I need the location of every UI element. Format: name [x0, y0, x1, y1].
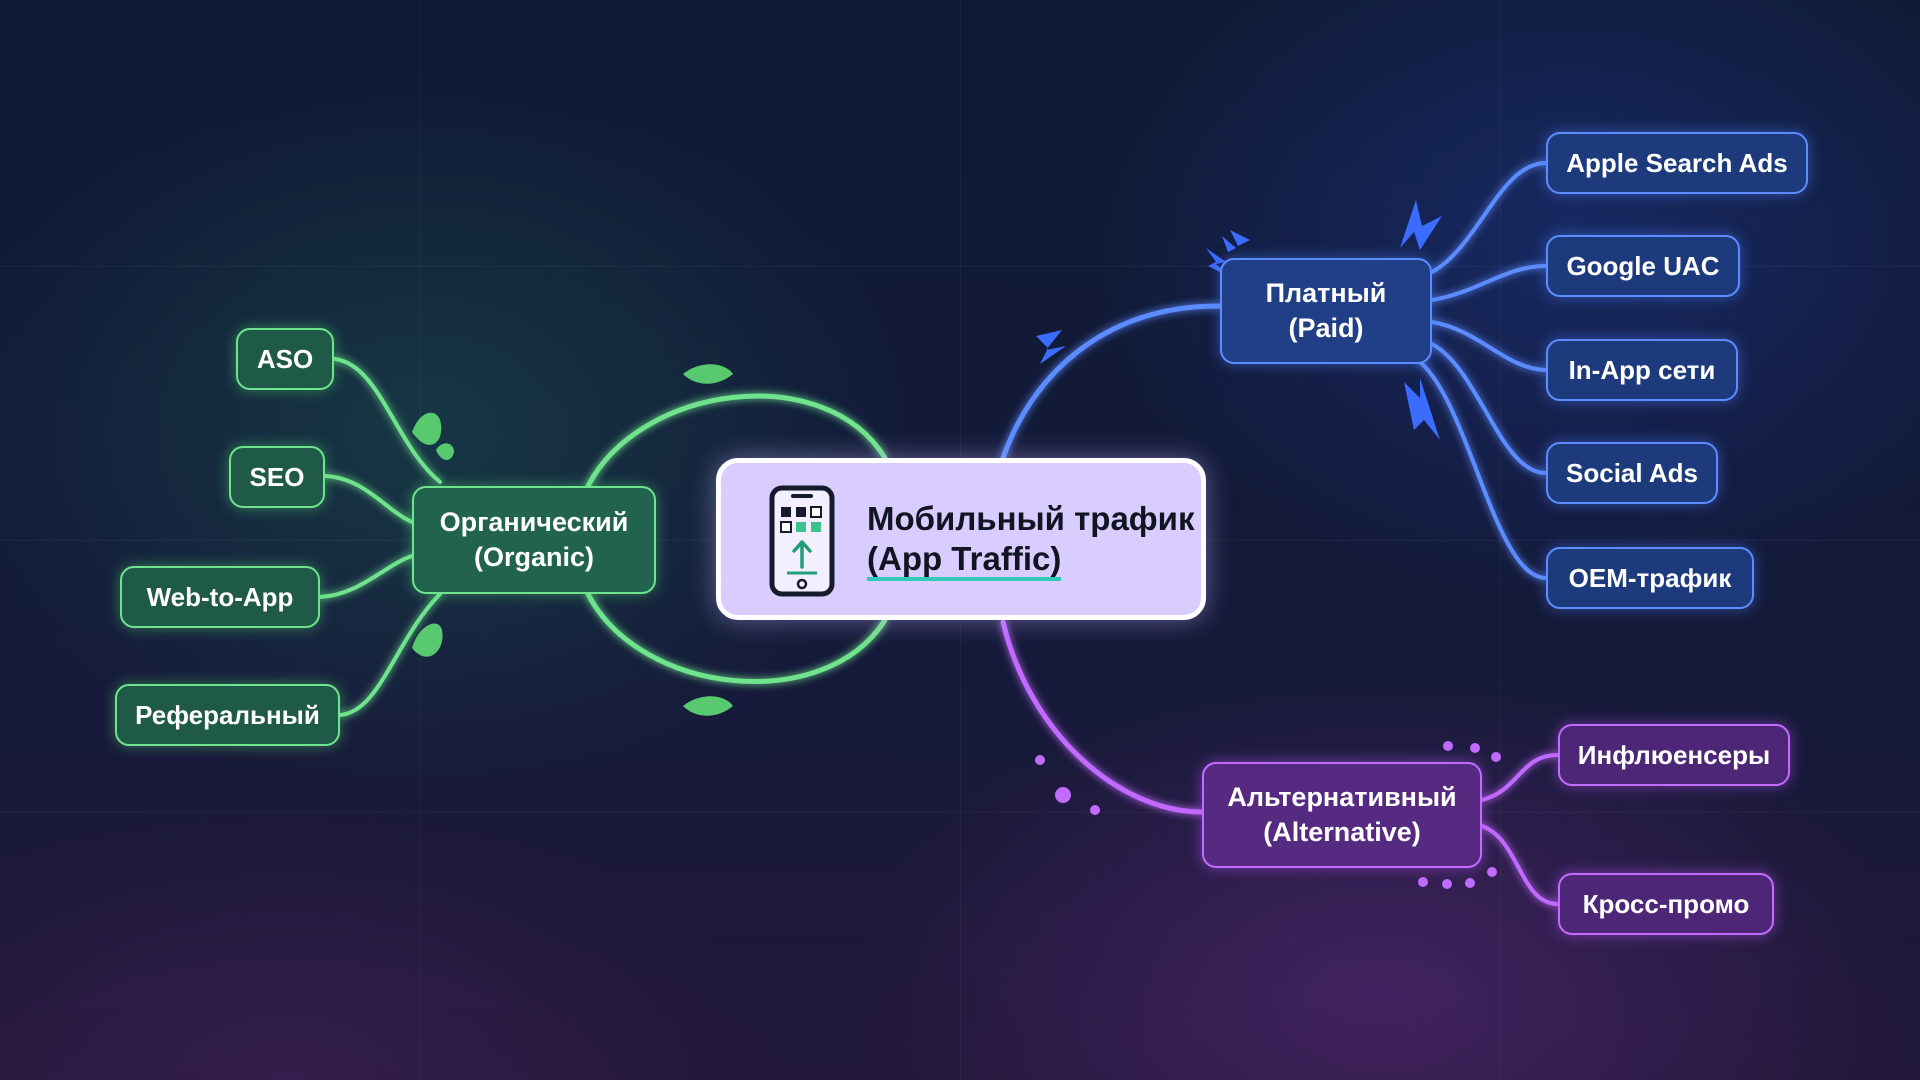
leaf-referral[interactable]: Реферальный	[115, 684, 340, 746]
leaf-aso[interactable]: ASO	[236, 328, 334, 390]
leaf-apple-search-ads[interactable]: Apple Search Ads	[1546, 132, 1808, 194]
organic-hub-label-line1: Органический	[439, 507, 629, 537]
leaf-oem-traffic[interactable]: OEM-трафик	[1546, 547, 1754, 609]
dot-sparkle-icon	[1035, 741, 1501, 889]
link-apple-search-ads	[1430, 161, 1548, 274]
paid-hub-label-line1: Платный	[1265, 278, 1387, 308]
link-influencers	[1480, 753, 1560, 802]
leaf-seo[interactable]: SEO	[229, 446, 325, 508]
leaf-google-uac[interactable]: Google UAC	[1546, 235, 1740, 297]
link-social-ads	[1430, 342, 1548, 475]
alternative-hub-label-line2: (Alternative)	[1263, 817, 1421, 847]
paid-hub-label-line2: (Paid)	[1288, 313, 1364, 343]
grid-line	[0, 812, 1920, 813]
center-title-line2: (App Traffic)	[867, 541, 1062, 581]
center-title-line1: Мобильный трафик	[867, 500, 1195, 537]
leaf-cross-promo[interactable]: Кросс-промо	[1558, 873, 1774, 935]
grid-line	[1500, 0, 1501, 1080]
alternative-hub-label-line1: Альтернативный	[1227, 782, 1457, 812]
grid-line	[0, 266, 1920, 267]
link-seo	[323, 474, 414, 524]
smartphone-upload-icon	[769, 485, 835, 597]
paid-connector	[1000, 303, 1223, 461]
leaf-influencers[interactable]: Инфлюенсеры	[1558, 724, 1790, 786]
leaf-web-to-app[interactable]: Web-to-App	[120, 566, 320, 628]
organic-hub-label-line2: (Organic)	[473, 542, 594, 572]
link-web-to-app	[318, 554, 414, 599]
link-cross-promo	[1480, 824, 1560, 906]
link-in-app	[1430, 320, 1548, 372]
lightning-spark-icon	[1036, 200, 1442, 440]
center-title: Мобильный трафик (App Traffic)	[867, 499, 1195, 581]
organic-ring-connector	[585, 393, 888, 489]
paid-hub[interactable]: Платный (Paid)	[1220, 258, 1432, 364]
center-node[interactable]: Мобильный трафик (App Traffic)	[716, 458, 1206, 620]
link-aso	[333, 357, 442, 484]
link-referral	[338, 592, 442, 717]
alternative-connector	[1000, 619, 1205, 815]
leaf-social-ads[interactable]: Social Ads	[1546, 442, 1718, 504]
leaf-in-app-networks[interactable]: In-App сети	[1546, 339, 1738, 401]
organic-ring-connector	[585, 591, 888, 684]
link-oem	[1418, 360, 1548, 580]
link-google-uac	[1430, 264, 1548, 302]
leaf-icon	[412, 364, 733, 716]
organic-hub[interactable]: Органический (Organic)	[412, 486, 656, 594]
alternative-hub[interactable]: Альтернативный (Alternative)	[1202, 762, 1482, 868]
